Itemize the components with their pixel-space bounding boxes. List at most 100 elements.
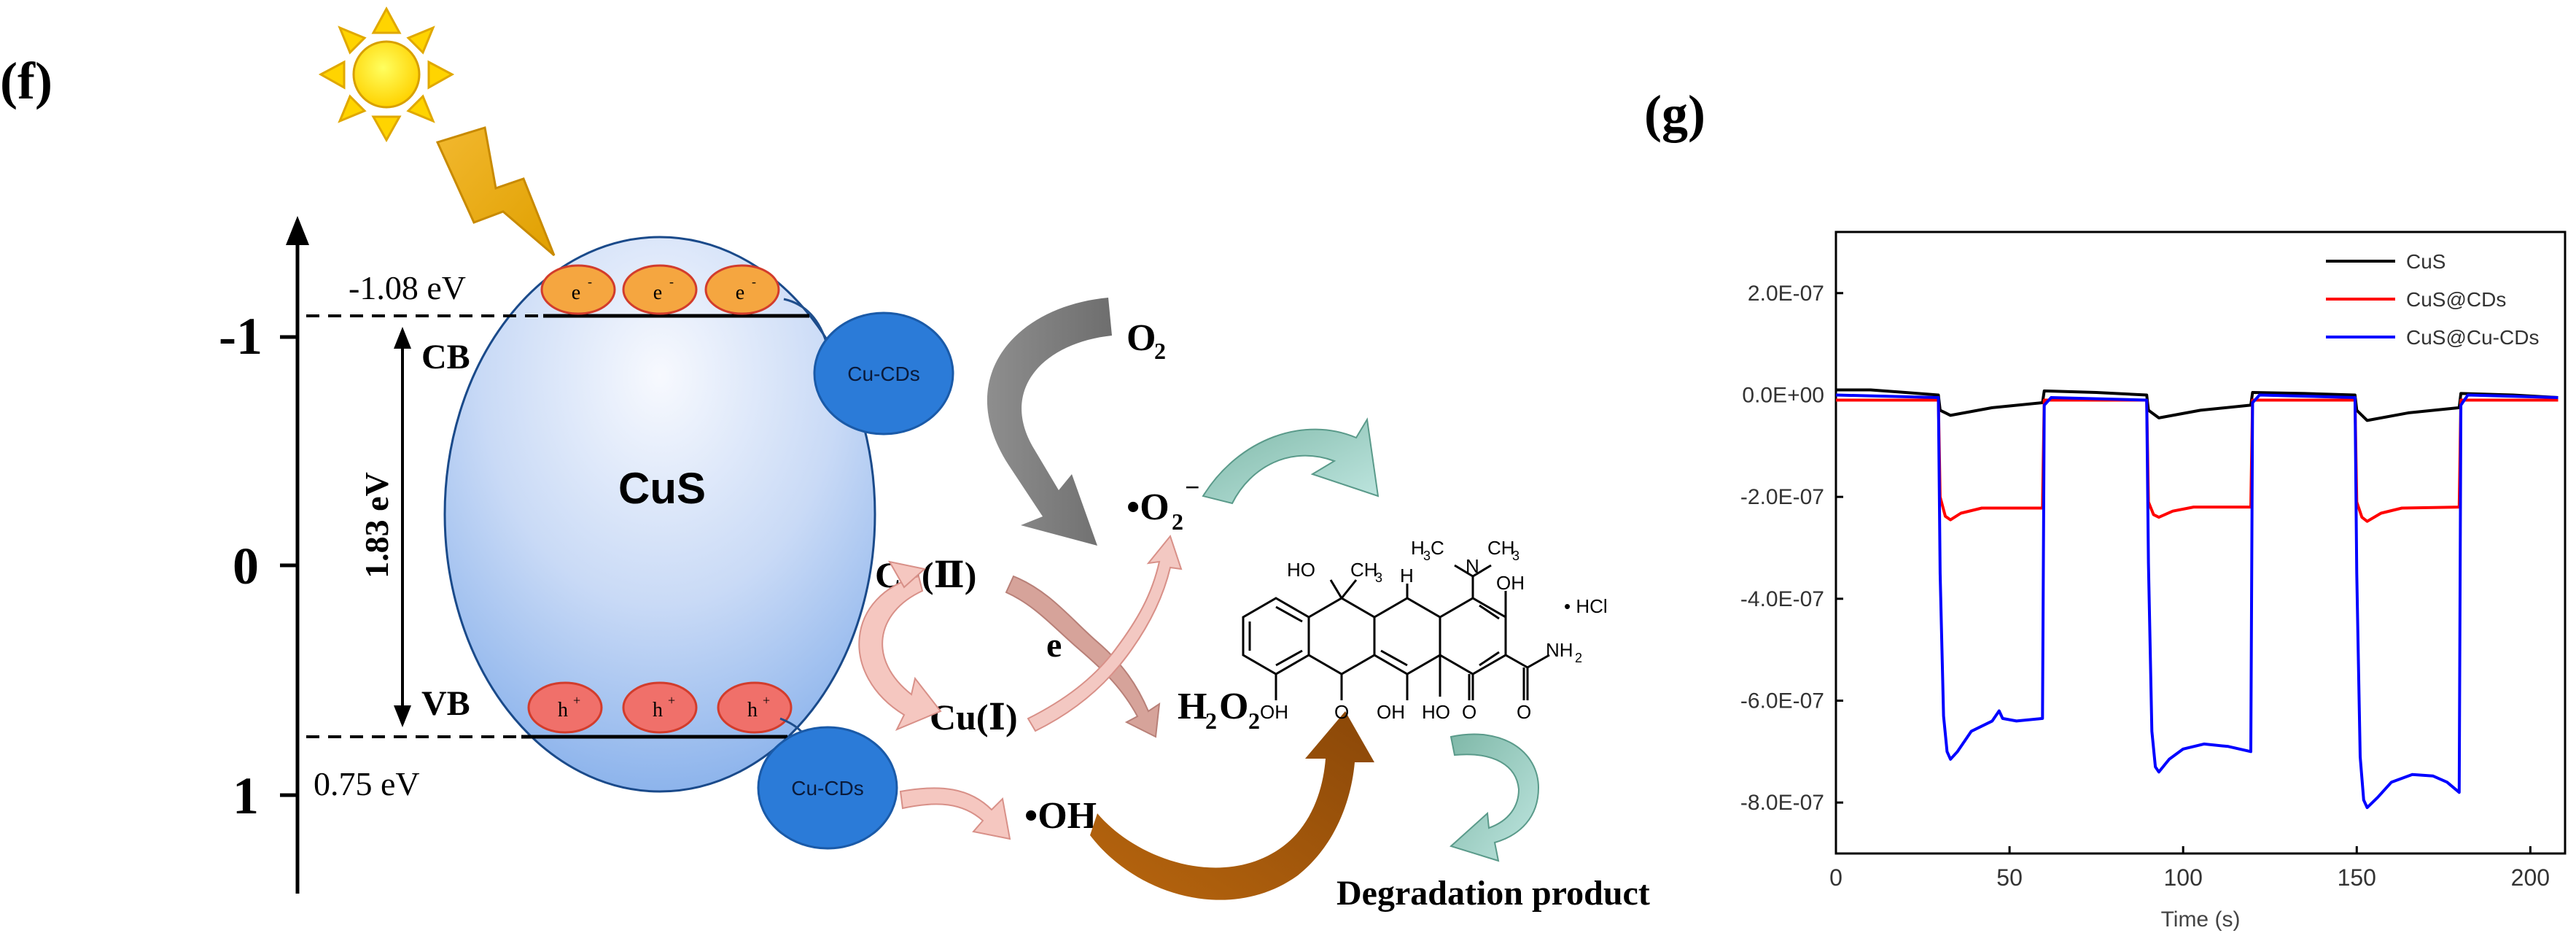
svg-text:OH: OH	[1377, 701, 1405, 723]
svg-text:3: 3	[1512, 549, 1519, 563]
svg-text:N: N	[1466, 555, 1479, 577]
cus-label: CuS	[618, 464, 706, 513]
y-tick-label: -8.0E-07	[1740, 791, 1824, 815]
svg-text:h: h	[558, 699, 568, 721]
bandgap-label: 1.83 eV	[358, 472, 395, 578]
series-lines	[1835, 388, 2559, 810]
bandgap-arrow	[394, 327, 411, 727]
x-tick-label: 200	[2511, 864, 2550, 891]
svg-text:e: e	[736, 282, 744, 304]
svg-text:C: C	[1431, 537, 1444, 559]
svg-text:3: 3	[1423, 549, 1431, 563]
legend-label: CuS	[2406, 250, 2445, 273]
oxygen-label: O 2	[1126, 317, 1166, 364]
svg-text:O: O	[1334, 701, 1349, 723]
cu-i-label: Cu(Ⅰ)	[930, 697, 1018, 738]
svg-text:HO: HO	[1287, 559, 1315, 581]
svg-text:-: -	[752, 274, 756, 289]
x-axis-label: Time (s)	[2161, 907, 2241, 932]
degradation-arrow	[1450, 733, 1540, 862]
svg-text:NH: NH	[1546, 639, 1573, 661]
oxygen-reduction-arrow	[987, 298, 1112, 546]
svg-text:O: O	[1462, 701, 1476, 723]
cb-energy-label: -1.08 eV	[349, 269, 466, 306]
svg-text:2: 2	[1154, 338, 1166, 364]
sun-icon	[318, 6, 455, 143]
svg-text:e: e	[572, 282, 580, 304]
y-axis: 2.0E-070.0E+00-2.0E-07-4.0E-07-6.0E-07-8…	[1740, 282, 1843, 815]
vb-energy-label: 0.75 eV	[314, 765, 420, 802]
svg-text:HO: HO	[1422, 701, 1450, 723]
svg-text:2: 2	[1205, 708, 1217, 734]
electron: e -	[540, 264, 616, 315]
photocurrent-chart: 2.0E-070.0E+00-2.0E-07-4.0E-07-6.0E-07-8…	[1740, 231, 2567, 932]
svg-text:-: -	[588, 274, 592, 289]
cu-cycle-left-head	[888, 560, 927, 589]
y-tick-label: 2.0E-07	[1748, 282, 1824, 306]
svg-text:Cu-CDs: Cu-CDs	[791, 777, 864, 800]
electron-transfer-arrow	[783, 298, 829, 347]
svg-text:H: H	[1178, 686, 1207, 727]
svg-text:h: h	[653, 699, 663, 721]
legend-label: CuS@CDs	[2406, 288, 2506, 311]
svg-text:e: e	[1046, 626, 1062, 665]
panel-f: (f) -1 0 1	[0, 6, 1650, 913]
series-line-cus	[1836, 388, 2559, 422]
svg-text:CH: CH	[1350, 559, 1378, 581]
svg-text:O: O	[1126, 317, 1156, 359]
y-tick-label: -4.0E-07	[1740, 587, 1824, 611]
degradation-product-label: Degradation product	[1336, 874, 1650, 913]
axis-tick-zero: 0	[233, 537, 259, 595]
svg-text:• HCl: • HCl	[1564, 595, 1608, 617]
electron: e -	[622, 264, 698, 315]
svg-text:+: +	[763, 693, 770, 708]
cu-cds-top: Cu-CDs	[813, 311, 954, 435]
h2o2-label: H 2 O 2	[1178, 686, 1260, 734]
x-tick-label: 100	[2163, 864, 2202, 891]
svg-text:2: 2	[1575, 651, 1582, 665]
axis-tick-minus-one: -1	[219, 307, 262, 365]
x-tick-label: 150	[2338, 864, 2376, 891]
superoxide-attack-arrow	[1202, 417, 1380, 505]
series-line-cus-cds	[1836, 398, 2559, 523]
svg-text:+: +	[573, 693, 580, 708]
x-tick-label: 50	[1996, 864, 2023, 891]
tetracycline-molecule: HO CH 3 H 3 C N CH 3 H OH • HCl NH 2 OH …	[1242, 537, 1608, 723]
svg-text:-: -	[669, 274, 674, 289]
hole: h +	[622, 681, 698, 734]
energy-axis: -1 0 1	[219, 216, 309, 894]
hydroxyl-radical-label: •OH	[1024, 795, 1097, 837]
electron-group: e - e - e -	[540, 264, 780, 315]
panel-f-label: (f)	[0, 52, 52, 110]
hole: h +	[527, 681, 603, 734]
svg-text:Cu-CDs: Cu-CDs	[847, 363, 920, 385]
y-tick-label: -6.0E-07	[1740, 689, 1824, 713]
svg-text:2: 2	[1172, 508, 1183, 535]
svg-text:•O: •O	[1126, 487, 1170, 528]
lightning-bolt-icon	[435, 126, 556, 257]
hole-group: h + h + h +	[527, 681, 793, 734]
hydroxyl-attack-arrow	[1090, 711, 1374, 900]
hydroxyl-formation-arrow	[899, 787, 1011, 840]
svg-text:O: O	[1517, 701, 1531, 723]
svg-text:+: +	[668, 693, 675, 708]
electron: e -	[704, 264, 780, 315]
svg-text:e: e	[653, 282, 662, 304]
cb-label: CB	[421, 338, 470, 376]
x-tick-label: 0	[1829, 864, 1842, 891]
cus-particle	[443, 236, 876, 793]
panel-g-label: (g)	[1644, 85, 1705, 143]
legend-label: CuS@Cu-CDs	[2406, 326, 2539, 349]
svg-text:H: H	[1411, 537, 1425, 559]
vb-label: VB	[421, 684, 470, 723]
panel-g: (g) 2.0E-070.0E+00-2.0E-07-4.0E-07-6.0E-…	[1644, 85, 2567, 932]
svg-text:h: h	[747, 699, 758, 721]
cu-cds-bottom: Cu-CDs	[757, 726, 898, 850]
cu-cycle-left-arrow	[858, 575, 942, 731]
y-tick-label: 0.0E+00	[1742, 383, 1824, 407]
svg-text:2: 2	[1248, 708, 1260, 734]
svg-text:CH: CH	[1487, 537, 1515, 559]
svg-text:−: −	[1185, 473, 1200, 502]
x-axis: 0 50 100 150 200	[1829, 846, 2550, 891]
